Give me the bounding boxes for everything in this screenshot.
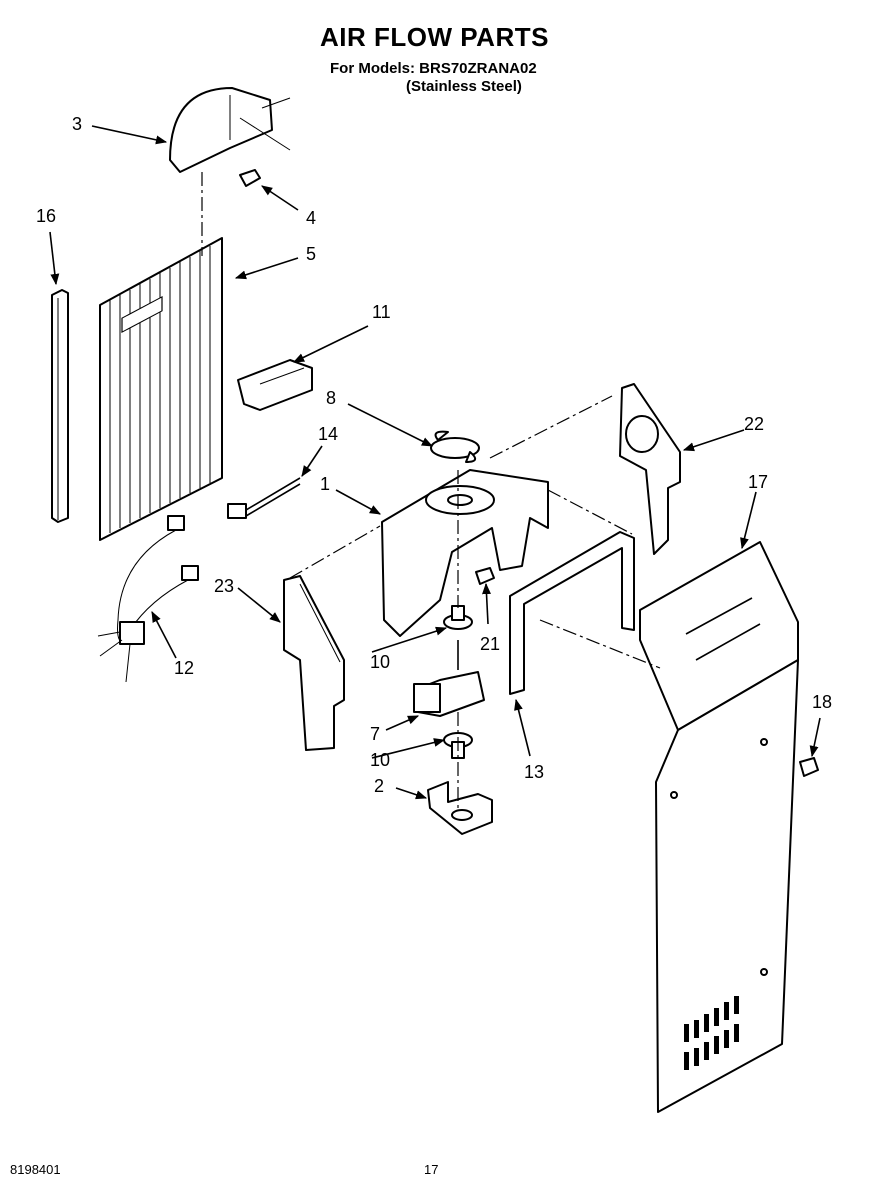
part-7-motor [413,640,485,717]
callout-1: 1 [320,474,330,494]
callout-13: 13 [524,762,544,782]
part-5-evaporator-cover [99,237,223,541]
part-10-grommet-upper [443,605,473,630]
callout-21: 21 [480,634,500,654]
models-line: For Models: BRS70ZRANA02 [330,60,537,77]
callout-16: 16 [36,206,56,226]
part-21-screw [475,567,495,585]
part-14-heater [227,477,301,519]
page-number: 17 [424,1162,439,1177]
callout-17: 17 [748,472,768,492]
part-22-duct [619,383,681,555]
part-17-rear-panel [639,541,799,1113]
callout-8: 8 [326,388,336,408]
part-16-strip [51,289,69,523]
part-4-screw [239,169,261,187]
part-2-motor-bracket [427,781,493,835]
part-1-fan-shroud [381,469,549,637]
callout-2: 2 [374,776,384,796]
callout-5: 5 [306,244,316,264]
part-8-fan-blade [430,430,480,463]
doc-number: 8198401 [10,1162,61,1177]
alignment-lines [201,172,661,812]
callout-10-upper: 10 [370,652,390,672]
callout-4: 4 [306,208,316,228]
page-title: AIR FLOW PARTS [320,22,549,52]
callout-23: 23 [214,576,234,596]
callout-7: 7 [370,724,380,744]
callout-3: 3 [72,114,82,134]
callout-10-lower: 10 [370,750,390,770]
part-3-housing [169,87,291,173]
part-13-seal [509,531,635,695]
callout-14: 14 [318,424,338,444]
finish-line: (Stainless Steel) [406,78,522,95]
leader-arrows [49,125,821,800]
callout-12: 12 [174,658,194,678]
part-12-harness [97,515,199,683]
part-11-bracket [237,359,313,411]
part-18-screw [799,757,819,777]
callout-22: 22 [744,414,764,434]
callout-11: 11 [372,302,391,322]
part-23-duct [283,575,345,751]
callout-numbers: 3 4 5 16 11 8 14 1 22 17 23 12 21 10 7 1… [36,114,832,796]
callout-18: 18 [812,692,832,712]
